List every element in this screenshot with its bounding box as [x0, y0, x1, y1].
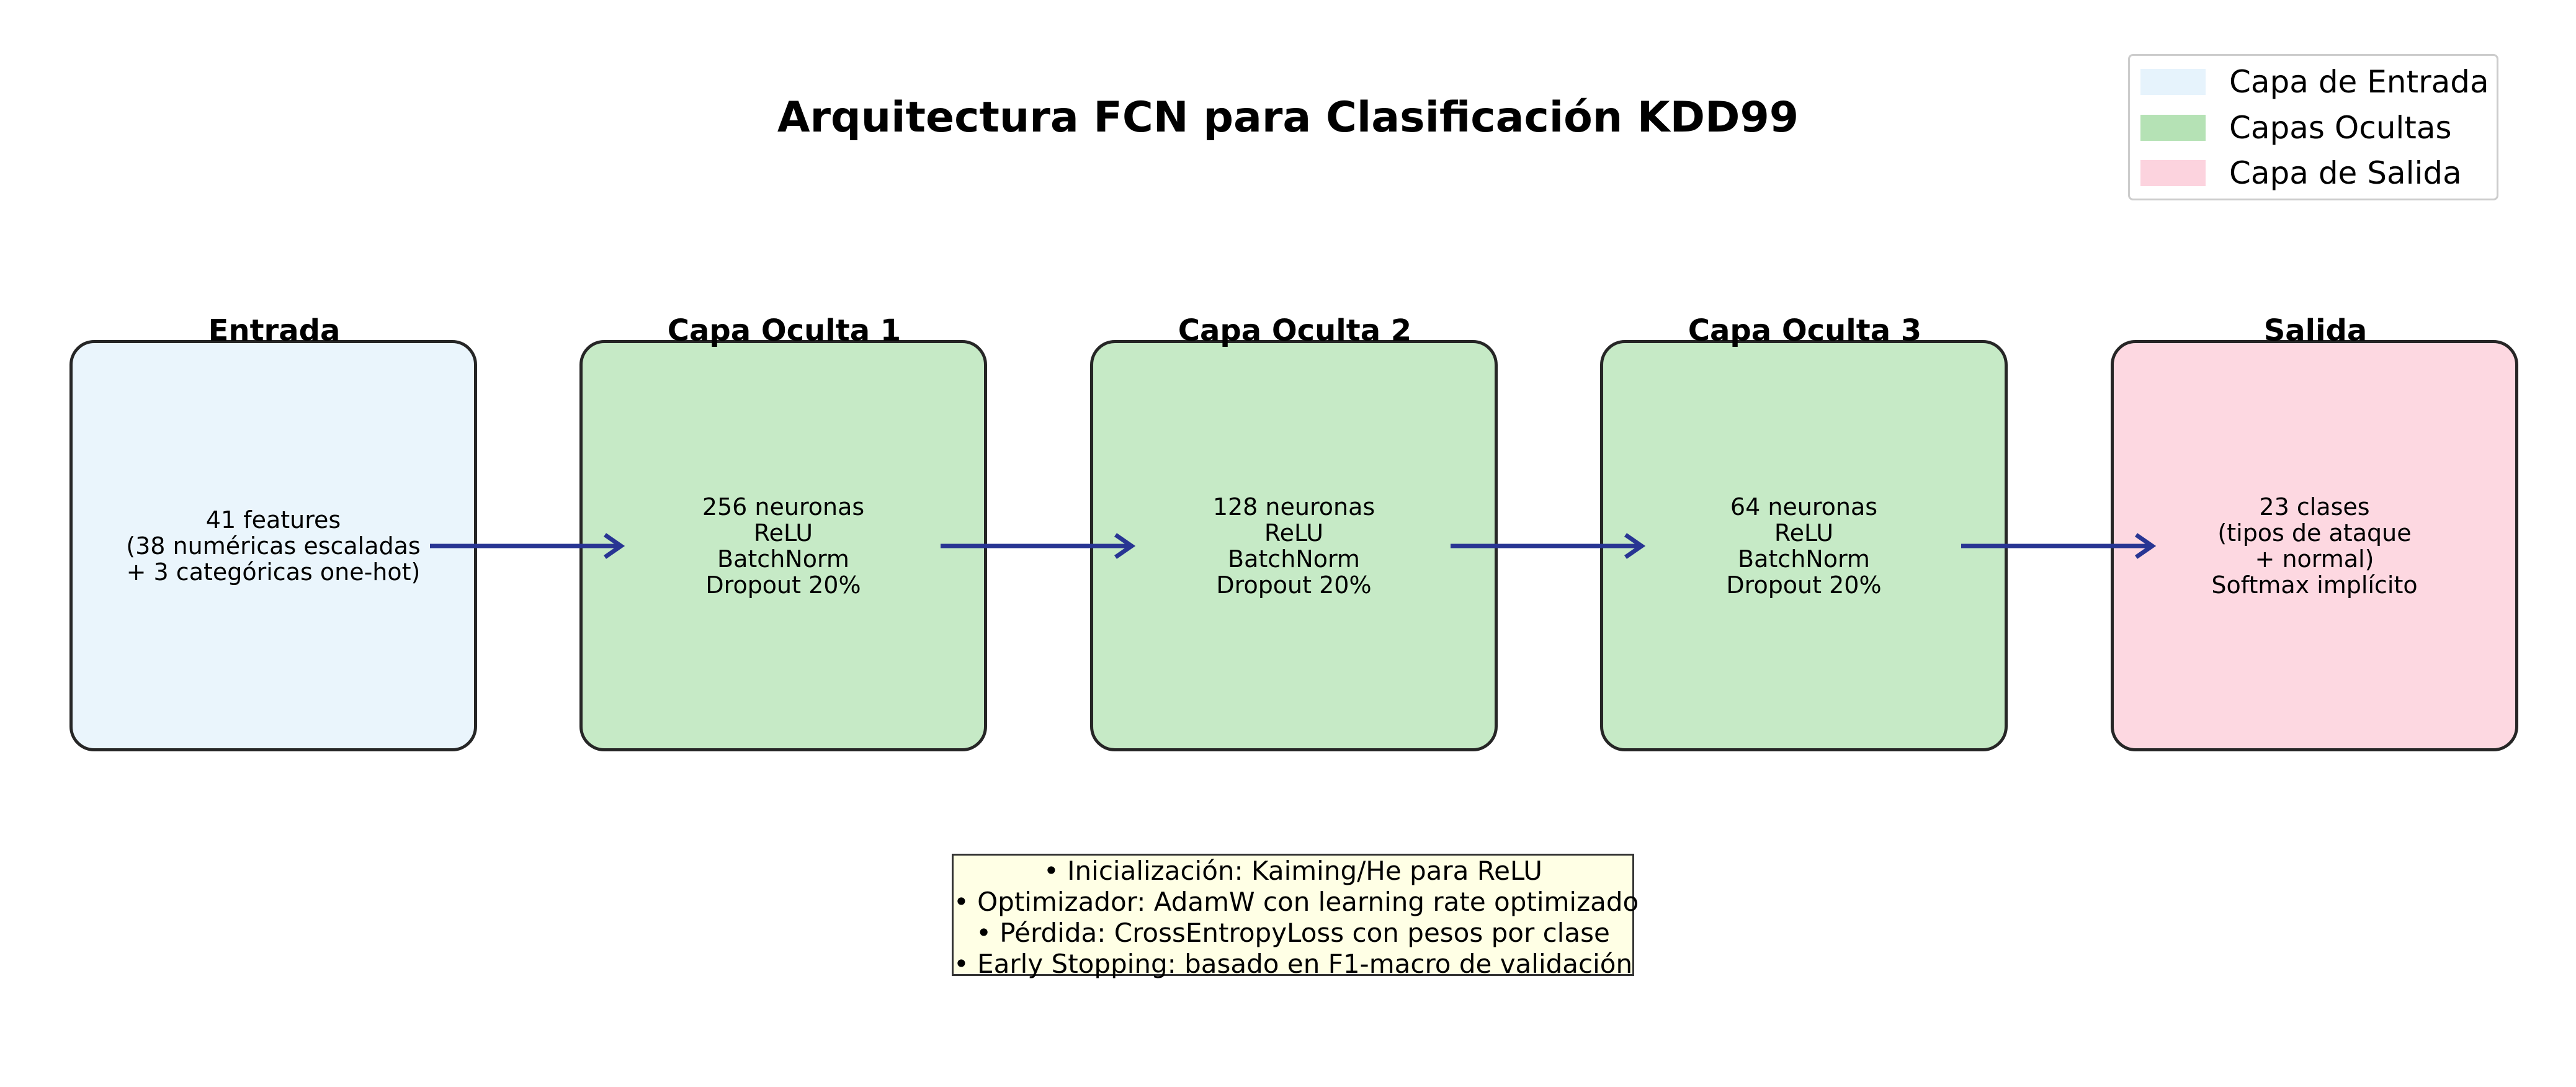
legend-swatch-hidden	[2140, 115, 2206, 141]
layer-title-hidden-1: Capa Oculta 1	[667, 313, 901, 348]
layer-title-hidden-2: Capa Oculta 2	[1178, 313, 1412, 348]
arrow-hidden-1-to-hidden-2	[941, 533, 1136, 559]
layer-text-hidden-1: 256 neuronas ReLU BatchNorm Dropout 20%	[702, 493, 865, 599]
legend-label-output: Capa de Salida	[2229, 155, 2462, 191]
legend: Capa de Entrada Capas Ocultas Capa de Sa…	[2128, 54, 2498, 200]
layer-box-hidden-1: 256 neuronas ReLU BatchNorm Dropout 20%	[579, 340, 987, 751]
legend-item-hidden: Capas Ocultas	[2140, 109, 2452, 146]
note-optimizer: • Optimizador: AdamW con learning rate o…	[954, 887, 1639, 917]
note-early-stopping: • Early Stopping: basado en F1-macro de …	[954, 949, 1633, 979]
layer-text-hidden-2: 128 neuronas ReLU BatchNorm Dropout 20%	[1212, 493, 1375, 599]
layer-title-output: Salida	[2263, 313, 2368, 348]
diagram-title: Arquitectura FCN para Clasificación KDD9…	[777, 93, 1799, 142]
legend-item-output: Capa de Salida	[2140, 154, 2462, 192]
training-notes-box: • Inicialización: Kaiming/He para ReLU •…	[952, 854, 1639, 979]
layer-box-hidden-3: 64 neuronas ReLU BatchNorm Dropout 20%	[1600, 340, 2008, 751]
layer-title-hidden-3: Capa Oculta 3	[1688, 313, 1922, 348]
layer-title-input: Entrada	[208, 313, 341, 348]
note-initialization: • Inicialización: Kaiming/He para ReLU	[1044, 856, 1542, 886]
legend-swatch-input	[2140, 69, 2206, 95]
arrow-hidden-3-to-output	[1961, 533, 2157, 559]
layer-text-hidden-3: 64 neuronas ReLU BatchNorm Dropout 20%	[1726, 493, 1882, 599]
note-loss: • Pérdida: CrossEntropyLoss con pesos po…	[976, 918, 1610, 948]
legend-label-input: Capa de Entrada	[2229, 64, 2489, 100]
arrow-hidden-2-to-hidden-3	[1451, 533, 1646, 559]
layer-box-output: 23 clases (tipos de ataque + normal) Sof…	[2111, 340, 2518, 751]
layer-text-input: 41 features (38 numéricas escaladas + 3 …	[126, 506, 421, 586]
legend-label-hidden: Capas Ocultas	[2229, 110, 2452, 146]
arrow-input-to-hidden-1	[430, 533, 625, 559]
legend-swatch-output	[2140, 160, 2206, 186]
layer-box-hidden-2: 128 neuronas ReLU BatchNorm Dropout 20%	[1090, 340, 1498, 751]
legend-item-input: Capa de Entrada	[2140, 63, 2489, 101]
layer-text-output: 23 clases (tipos de ataque + normal) Sof…	[2211, 493, 2418, 599]
layer-box-input: 41 features (38 numéricas escaladas + 3 …	[69, 340, 477, 751]
